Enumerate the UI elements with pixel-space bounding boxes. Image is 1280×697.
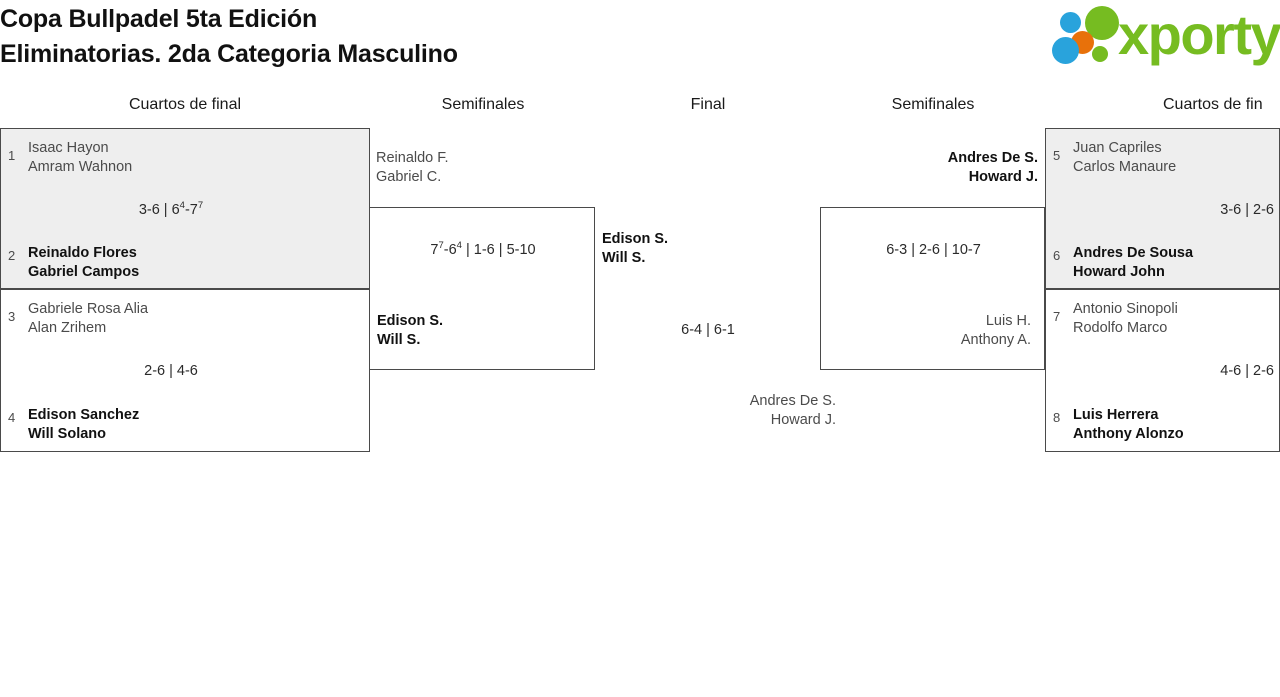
final-top-team[interactable]: Edison S. Will S.: [602, 230, 668, 268]
logo-dot-blue-small-icon: [1060, 12, 1081, 33]
logo-wordmark: xporty: [1118, 3, 1280, 66]
match-score-sf-right: 6-3 | 2-6 | 10-7: [886, 242, 981, 258]
team-name-line-1: Andres De S.: [749, 393, 836, 409]
team-name-line-2: Carlos Manaure: [1073, 159, 1177, 175]
match-box-qf2[interactable]: 3 Gabriele Rosa Alia Alan Zrihem 2-6 | 4…: [0, 289, 370, 452]
seed-number: 1: [8, 148, 16, 163]
seed-number: 5: [1053, 148, 1061, 163]
team-name-line-2: Howard J.: [770, 412, 836, 428]
match-score-final: 6-4 | 6-1: [681, 322, 735, 338]
team-name-line-2: Howard John: [1073, 264, 1165, 280]
match-score-sf-left: 77-64 | 1-6 | 5-10: [430, 240, 536, 258]
match-score-qf2: 2-6 | 4-6: [144, 363, 198, 379]
team-name-line-2: Gabriel Campos: [28, 264, 140, 280]
round-header-semifinals-left: Semifinales: [441, 96, 525, 113]
logo-dot-blue-large-icon: [1052, 37, 1079, 64]
team-name-line-2: Will S.: [377, 332, 421, 348]
match-box-qf3[interactable]: 5 Juan Capriles Carlos Manaure 3-6 | 2-6…: [1045, 128, 1280, 289]
team-name-line-1: Reinaldo F.: [376, 150, 449, 166]
team-name-line-2: Howard J.: [968, 169, 1038, 185]
xporty-logo[interactable]: xporty: [1048, 3, 1280, 70]
team-name-line-2: Alan Zrihem: [28, 320, 107, 336]
team-name-line-1: Juan Capriles: [1073, 140, 1162, 156]
match-box-sf-left[interactable]: 77-64 | 1-6 | 5-10 Edison S. Will S.: [369, 207, 595, 370]
seed-number: 8: [1053, 410, 1061, 425]
tournament-subtitle-line-2: Eliminatorias. 2da Categoria Masculino: [0, 40, 458, 68]
logo-dot-green-small-icon: [1092, 46, 1108, 62]
team-name-line-1: Luis Herrera: [1073, 407, 1159, 423]
seed-number: 6: [1053, 248, 1061, 263]
team-name-line-1: Andres De S.: [947, 150, 1038, 166]
team-name-line-1: Antonio Sinopoli: [1073, 301, 1178, 317]
seed-number: 7: [1053, 309, 1061, 324]
team-name-line-1: Reinaldo Flores: [28, 245, 137, 261]
team-name-line-1: Gabriele Rosa Alia: [28, 301, 149, 317]
team-name-line-1: Edison Sanchez: [28, 407, 140, 423]
match-box-qf4[interactable]: 7 Antonio Sinopoli Rodolfo Marco 4-6 | 2…: [1045, 289, 1280, 452]
team-name-line-2: Rodolfo Marco: [1073, 320, 1168, 336]
page-title: Copa Bullpadel 5ta Edición Eliminatorias…: [0, 0, 760, 69]
team-name-line-2: Amram Wahnon: [28, 159, 133, 175]
round-header-final: Final: [690, 96, 726, 113]
match-score-qf3: 3-6 | 2-6: [1220, 202, 1274, 218]
match-score-qf1: 3-6 | 64-77: [138, 200, 204, 218]
team-name-line-2: Anthony Alonzo: [1073, 426, 1184, 442]
seed-number: 4: [8, 410, 16, 425]
team-name-line-2: Will S.: [602, 250, 646, 266]
team-name-line-1: Edison S.: [377, 313, 444, 329]
team-name-line-1: Andres De Sousa: [1073, 245, 1194, 261]
match-box-qf1[interactable]: 1 Isaac Hayon Amram Wahnon 3-6 | 64-77 2…: [0, 128, 370, 289]
team-name-line-1: Luis H.: [985, 313, 1031, 329]
round-header-quarterfinals-right: Cuartos de fin: [1163, 96, 1263, 113]
match-box-sf-right[interactable]: 6-3 | 2-6 | 10-7 Luis H. Anthony A.: [820, 207, 1045, 370]
round-header-semifinals-right: Semifinales: [891, 96, 975, 113]
team-name-line-2: Will Solano: [28, 426, 107, 442]
match-score-qf4: 4-6 | 2-6: [1220, 363, 1274, 379]
seed-number: 3: [8, 309, 16, 324]
sf-left-top-team[interactable]: Reinaldo F. Gabriel C.: [376, 149, 449, 187]
seed-number: 2: [8, 248, 16, 263]
team-name-line-2: Anthony A.: [960, 332, 1031, 348]
final-bottom-team[interactable]: Andres De S. Howard J.: [640, 392, 836, 430]
team-name-line-1: Edison S.: [602, 231, 669, 247]
sf-right-top-team[interactable]: Andres De S. Howard J.: [845, 149, 1038, 187]
tournament-title-line-1: Copa Bullpadel 5ta Edición: [0, 5, 318, 33]
round-header-quarterfinals-left: Cuartos de final: [128, 96, 242, 113]
team-name-line-1: Isaac Hayon: [28, 140, 109, 156]
team-name-line-2: Gabriel C.: [376, 169, 442, 185]
logo-dots-icon: [1048, 4, 1120, 66]
